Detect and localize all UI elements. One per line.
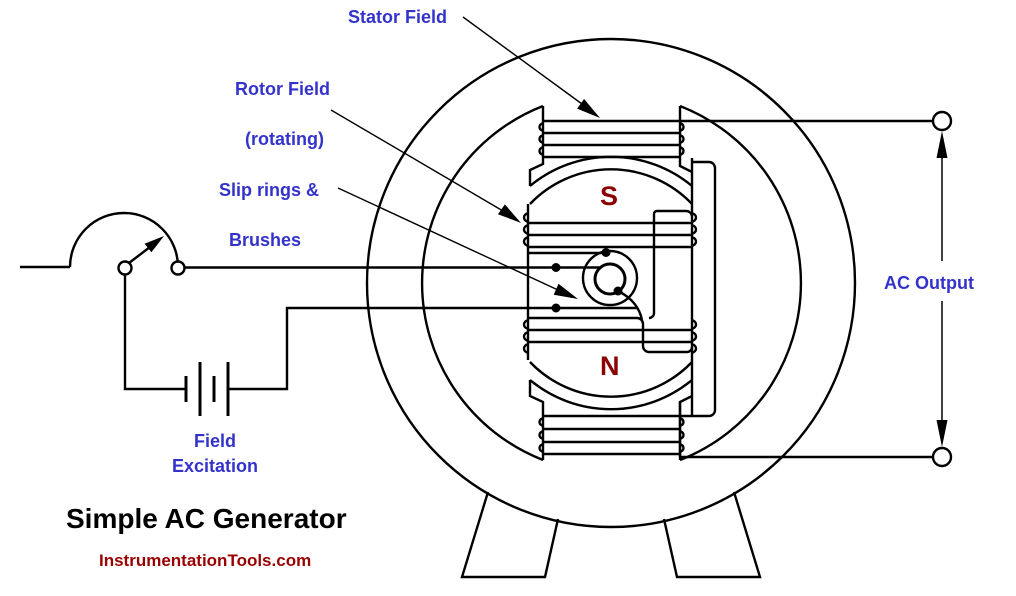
- ac-terminal-top: [931, 110, 953, 132]
- rotor-coil-top-lines: [528, 221, 692, 249]
- pole-top-right-edge: [678, 106, 693, 174]
- arrow-down-icon: [936, 420, 948, 447]
- rotor-coil-bumps-bottom-right: [691, 319, 698, 354]
- brushes: [551, 248, 623, 313]
- ac-output-text: AC Output: [884, 273, 974, 293]
- pole-top-left-edge: [528, 106, 545, 186]
- label-ac-output: AC Output: [884, 271, 974, 296]
- leader-stator-arrow-icon: [577, 99, 600, 118]
- leader-slip-rings: [337, 187, 559, 291]
- wire-switch-to-battery: [123, 274, 186, 391]
- label-leaders: [330, 16, 600, 299]
- arrow-up-icon: [936, 131, 948, 158]
- pole-bottom-coil-bumps-left: [538, 417, 544, 453]
- switch-contact-left: [117, 260, 133, 276]
- label-field-excitation: Field Excitation: [145, 429, 285, 479]
- leader-stator-field: [462, 16, 583, 105]
- field-excitation-text-line2: Excitation: [171, 456, 259, 476]
- rotor-coil-bumps-top-right: [691, 212, 698, 247]
- excitation-circuit: [20, 211, 638, 416]
- slip-ring-junction-dot: [601, 248, 611, 257]
- ac-dimension-line: [936, 131, 948, 447]
- stator-pole-top: [528, 106, 693, 187]
- inner-ring-junction-dot: [613, 286, 623, 296]
- rotor-coil-bottom-lines: [528, 328, 692, 344]
- label-slip-rings: Slip rings & Brushes: [219, 178, 319, 253]
- ac-terminal-bottom: [931, 446, 953, 468]
- generator-foot-right: [662, 491, 762, 579]
- slip-rings: [528, 249, 644, 321]
- slip-rings-text-line1: Slip rings &: [219, 180, 320, 200]
- rotor-body: [526, 158, 694, 416]
- rotor-bottom-face-arc: [529, 361, 693, 398]
- generator-housing: [365, 37, 857, 579]
- rotor-top-face-arc: [529, 168, 693, 205]
- pole-label-north: N: [600, 351, 620, 381]
- field-excitation-text-line1: Field: [193, 431, 236, 451]
- leader-slip-arrow-icon: [553, 283, 578, 299]
- switch-hump: [68, 211, 180, 268]
- pole-label-south: S: [600, 181, 619, 211]
- rotor-winding-wrap: [528, 316, 694, 354]
- stator-yoke-inner-right-arc: [679, 104, 803, 462]
- battery: [184, 362, 230, 416]
- switch-contact-right: [170, 260, 186, 276]
- slip-ring-inner: [593, 262, 627, 296]
- generator-foot-left: [460, 491, 560, 579]
- wire-internal-right-link: [543, 160, 717, 418]
- source-watermark: InstrumentationTools.com: [99, 551, 312, 570]
- pole-top-coil-bumps-left: [538, 122, 544, 156]
- wire-battery-to-bottom-brush: [228, 306, 638, 391]
- pole-bottom-face-arc: [529, 379, 693, 411]
- switch-blade: [128, 246, 151, 264]
- label-rotor-field: Rotor Field (rotating): [235, 77, 330, 152]
- stator-outer-circle: [365, 37, 857, 529]
- ac-output-wires: [543, 110, 953, 468]
- rotor-field-text-line2: (rotating): [245, 129, 324, 149]
- rotor-coil-bumps-bottom-left: [522, 319, 529, 354]
- leader-rotor-arrow-icon: [497, 204, 521, 223]
- slip-rings-text-line2: Brushes: [229, 230, 302, 250]
- switch-arrow-icon: [144, 236, 164, 253]
- stator-yoke-inner-left-arc: [420, 104, 544, 462]
- rotor-winding-bracket: [648, 209, 694, 320]
- rotor-field-text-line1: Rotor Field: [235, 79, 330, 99]
- rotor-coil-bumps-top-left: [522, 212, 529, 247]
- stator-pole-bottom: [528, 379, 693, 460]
- rotor-winding: [522, 209, 698, 354]
- leader-rotor-field: [330, 109, 504, 212]
- stator-field-text: Stator Field: [348, 7, 448, 27]
- pole-top-coil-bumps-right: [679, 122, 685, 156]
- pole-bottom-coil-lines: [543, 427, 680, 456]
- label-stator-field: Stator Field: [348, 5, 447, 30]
- diagram-title: Simple AC Generator: [66, 503, 347, 534]
- pole-top-coil-lines: [543, 131, 680, 159]
